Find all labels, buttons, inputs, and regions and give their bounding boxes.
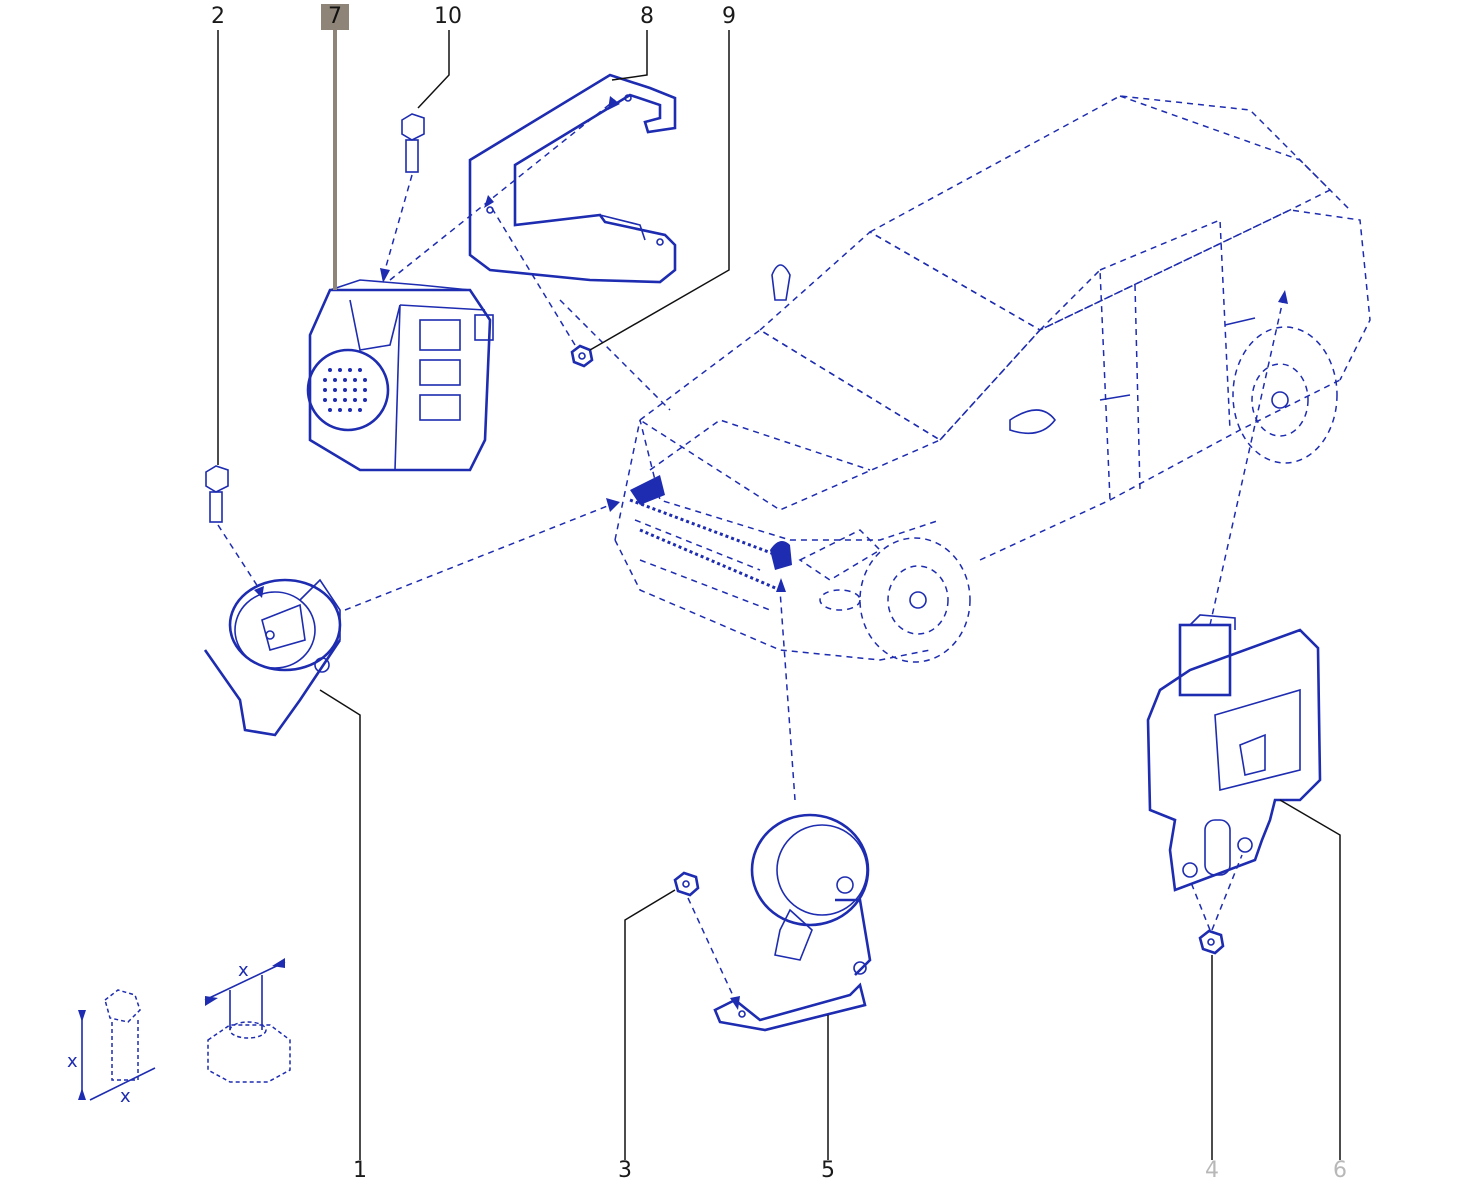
callout-8[interactable]: 8	[640, 4, 654, 29]
car-outline-icon	[614, 95, 1371, 663]
callout-10[interactable]: 10	[434, 4, 462, 29]
horn-icon[interactable]	[713, 813, 872, 1032]
control-module-icon[interactable]	[1146, 614, 1322, 892]
dimension-x-label: x	[67, 1051, 78, 1072]
callout-7[interactable]: 7	[321, 4, 349, 30]
bolt-icon[interactable]	[205, 465, 229, 523]
bracket-icon[interactable]	[468, 73, 677, 284]
callout-3[interactable]: 3	[618, 1158, 632, 1183]
horn-icon[interactable]	[203, 578, 342, 737]
callout-6[interactable]: 6	[1333, 1158, 1347, 1183]
nut-icon[interactable]	[673, 871, 700, 897]
bolt-icon[interactable]	[401, 113, 425, 173]
dimension-x-label: x	[120, 1086, 131, 1107]
nut-icon[interactable]	[1198, 929, 1225, 955]
callout-9[interactable]: 9	[722, 4, 736, 29]
assembly-arrows	[217, 96, 1288, 1010]
callout-1[interactable]: 1	[353, 1158, 367, 1183]
nut-dimension-symbol: x	[204, 958, 291, 1083]
bolt-dimension-symbol: x x	[67, 989, 156, 1107]
nut-icon[interactable]	[570, 344, 594, 368]
callout-4[interactable]: 4	[1205, 1158, 1219, 1183]
leader-lines	[217, 30, 1341, 1160]
dimension-x-label: x	[238, 960, 249, 981]
alarm-siren-icon[interactable]	[306, 279, 494, 472]
callout-2[interactable]: 2	[211, 4, 225, 29]
callout-5[interactable]: 5	[821, 1158, 835, 1183]
